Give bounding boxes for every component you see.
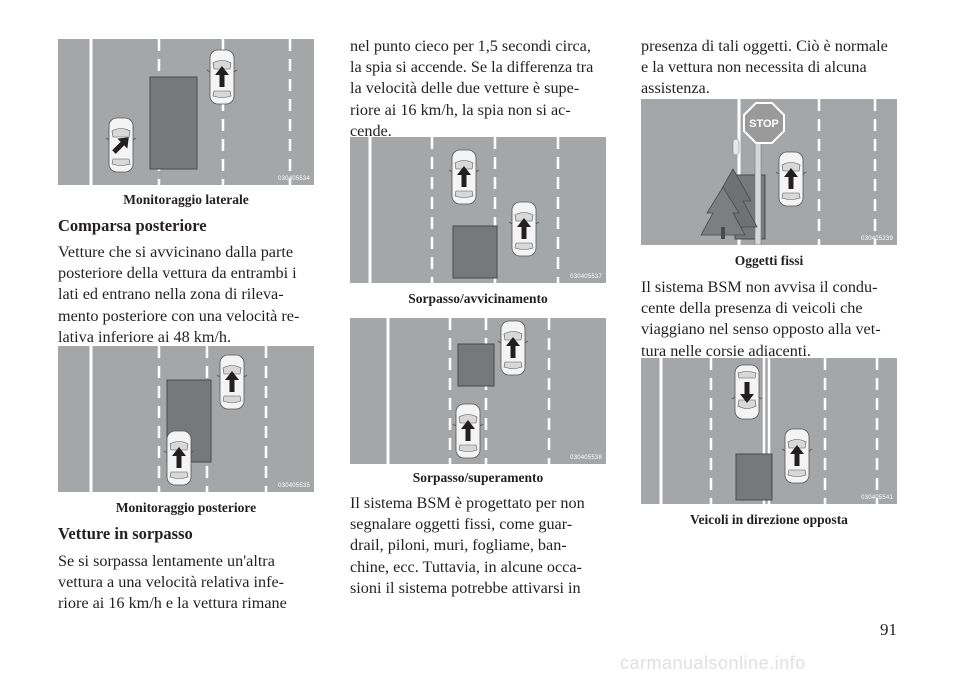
page-number: 91: [880, 620, 897, 639]
stop-sign-label: STOP: [749, 118, 779, 130]
detection-zone: [149, 76, 198, 170]
paragraph-rear-approach: Vetture che si avvicinano dalla parte po…: [58, 243, 300, 346]
car-approaching: [163, 430, 195, 486]
road-illustration: [368, 137, 560, 283]
bollard: [732, 138, 740, 156]
figure-code: 030405538: [570, 455, 602, 461]
car-adjacent: [206, 49, 238, 105]
caption-oncoming-vehicles: Veicoli in direzione opposta: [690, 512, 848, 527]
caption-side-monitoring: Monitoraggio laterale: [123, 192, 249, 207]
car-passed: [452, 403, 484, 459]
watermark: carmanualsonline.info: [620, 653, 806, 673]
figure-rear-monitoring: 030405535: [58, 346, 314, 492]
road-illustration: [89, 39, 292, 185]
figure-code: 030405535: [278, 483, 310, 489]
car-own: [105, 117, 137, 173]
figure-oncoming-vehicles: 030405541: [641, 358, 897, 504]
road-illustration: [89, 346, 268, 492]
paragraph-blind-spot: nel punto cieco per 1,5 secondi circa, l…: [350, 37, 594, 140]
car-overtaken: [448, 149, 480, 205]
figure-overtaking-approaching: 030405537: [350, 137, 606, 283]
detection-zone: [452, 225, 498, 279]
car-own: [775, 151, 807, 207]
car-own: [781, 428, 813, 484]
figure-fixed-objects: STOP 030405239: [641, 99, 897, 245]
heading-rear-approach: Comparsa posteriore: [58, 216, 207, 235]
figure-code: 030405534: [278, 176, 310, 182]
paragraph-fixed-objects: Il sistema BSM è progettato per non segn…: [350, 494, 585, 597]
caption-overtaking-approaching: Sorpasso/avvicinamento: [408, 291, 548, 306]
road-illustration: [386, 318, 551, 464]
detection-zone: [457, 343, 495, 387]
caption-fixed-objects: Oggetti fissi: [734, 253, 804, 268]
paragraph-opposite-vehicles: Il sistema BSM non avvisa il condu- cent…: [641, 278, 881, 360]
figure-code: 030405541: [861, 495, 893, 501]
figure-code: 030405239: [861, 236, 893, 242]
road-illustration: STOP: [700, 99, 877, 245]
car-own: [508, 201, 540, 257]
caption-overtaking-passing: Sorpasso/superamento: [412, 470, 544, 485]
figure-side-monitoring: 030405534: [58, 39, 314, 185]
car-oncoming: [731, 364, 763, 420]
fir-trees: [700, 168, 758, 239]
road-illustration: [659, 358, 879, 504]
paragraph-normal-behaviour: presenza di tali oggetti. Ciò è normale …: [641, 37, 888, 98]
sign-post: [754, 134, 762, 245]
paragraph-overtaking: Se si sorpassa lentamente un'altra vettu…: [58, 552, 287, 613]
detection-zone: [735, 453, 773, 501]
stop-sign-icon: [743, 102, 785, 144]
caption-rear-monitoring: Monitoraggio posteriore: [115, 500, 257, 515]
car-own: [497, 320, 529, 376]
car-own: [216, 354, 248, 410]
figure-overtaking-passing: 030405538: [350, 318, 606, 464]
heading-overtaking: Vetture in sorpasso: [58, 524, 193, 543]
figure-code: 030405537: [570, 274, 602, 280]
